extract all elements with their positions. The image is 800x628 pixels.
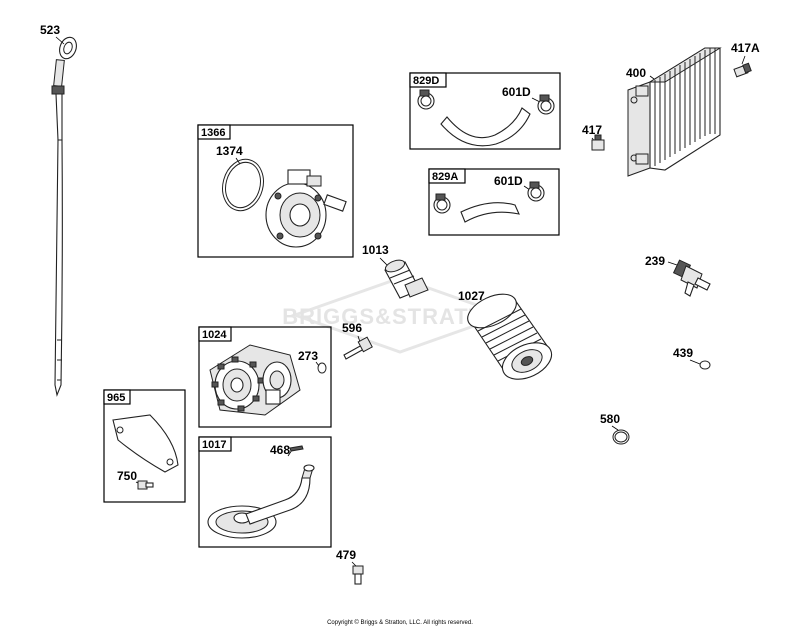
- gasket-965-part: [112, 414, 179, 473]
- nipple-1013-part: [384, 259, 429, 299]
- label-479: 479: [336, 548, 356, 562]
- label-417A: 417A: [731, 41, 760, 55]
- copyright-text: Copyright © Briggs & Stratton, LLC. All …: [327, 619, 473, 626]
- label-1366: 1366: [201, 127, 225, 139]
- oil-cooler-adapter-part: [222, 158, 347, 248]
- label-601D-bottom: 601D: [494, 174, 523, 188]
- box-829A: [428, 168, 560, 236]
- label-439: 439: [673, 346, 693, 360]
- oring-580-part: [612, 429, 630, 445]
- label-965: 965: [107, 392, 125, 404]
- sensor-239-part: [672, 259, 711, 297]
- label-523: 523: [40, 23, 60, 37]
- oil-pickup-part: [207, 464, 315, 539]
- label-1024: 1024: [202, 329, 227, 341]
- screw-750-part: [137, 480, 154, 490]
- label-1013: 1013: [362, 243, 389, 257]
- label-1017: 1017: [202, 439, 226, 451]
- hose-829D-part: [417, 89, 555, 147]
- oring-273-part: [317, 362, 327, 374]
- box-1017: [198, 436, 332, 548]
- label-829D: 829D: [413, 75, 439, 87]
- label-750: 750: [117, 469, 137, 483]
- box-829D: [409, 72, 561, 150]
- bolt-417A-part: [733, 62, 752, 78]
- oil-cooler-part: [627, 47, 722, 177]
- pin-468-part: [289, 445, 304, 452]
- box-1366: [197, 124, 354, 258]
- bolt-596-part: [343, 336, 373, 360]
- fitting-417-part: [591, 134, 605, 151]
- label-400: 400: [626, 66, 646, 80]
- dipstick-part: [51, 36, 77, 397]
- oil-pump-part: [209, 344, 301, 416]
- label-273: 273: [298, 349, 318, 363]
- label-417: 417: [582, 123, 602, 137]
- label-596: 596: [342, 321, 362, 335]
- label-239: 239: [645, 254, 665, 268]
- label-601D-top: 601D: [502, 85, 531, 99]
- label-829A: 829A: [432, 171, 458, 183]
- label-468: 468: [270, 443, 290, 457]
- hose-829A-part: [433, 181, 545, 223]
- box-965: [103, 389, 186, 503]
- label-1027: 1027: [458, 289, 485, 303]
- washer-439-part: [699, 360, 711, 370]
- label-580: 580: [600, 412, 620, 426]
- bolt-479-part: [352, 565, 364, 585]
- oil-filter-part: [467, 293, 553, 380]
- box-1024: [198, 326, 332, 428]
- label-1374: 1374: [216, 144, 243, 158]
